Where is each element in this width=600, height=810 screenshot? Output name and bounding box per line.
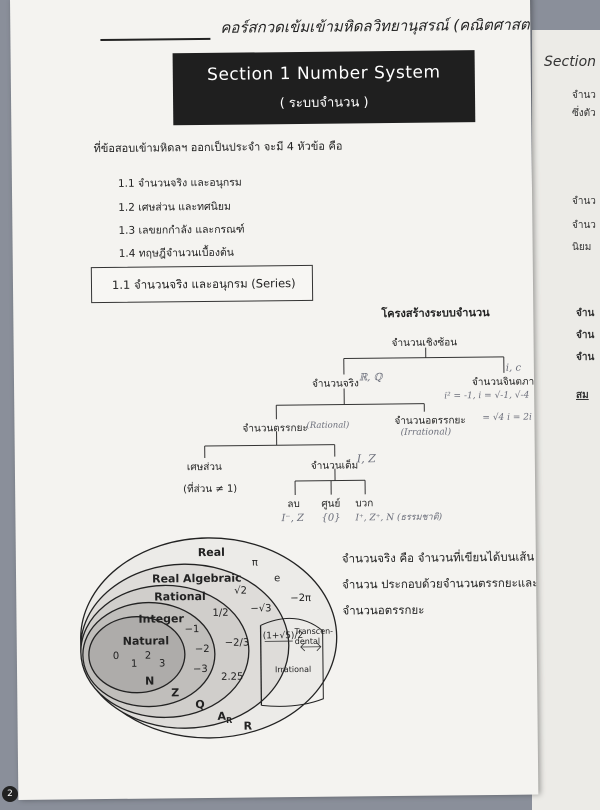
document-page: คอร์สกวดเข้มเข้ามหิดลวิทยานุสรณ์ (คณิตศา… — [10, 0, 538, 800]
venn-label-transcendental: Transcen- dental — [295, 627, 325, 647]
next-page-line: จำนว — [572, 88, 596, 103]
venn-value-neg2pi: −2π — [290, 593, 311, 604]
venn-value-2-25: 2.25 — [221, 672, 243, 683]
venn-symbol-r: R — [244, 720, 253, 733]
venn-symbol-a: AR — [217, 710, 232, 725]
venn-label-integer: Integer — [138, 612, 184, 625]
venn-value-1: 1 — [131, 659, 137, 670]
next-page-line: จำน — [576, 328, 594, 343]
venn-label-irrational: Irrational — [275, 665, 311, 674]
venn-value-neg2-3: −2/3 — [225, 638, 250, 649]
next-page-line: จำน — [576, 350, 594, 365]
venn-label-rational: Rational — [154, 590, 206, 604]
next-page-line: นิยม — [572, 240, 591, 255]
definition-line: จำนวนจริง คือ จำนวนที่เขียนได้บนเส้น — [342, 549, 535, 569]
venn-value-golden: (1+√5)/2 — [263, 631, 295, 641]
venn-label-real-algebraic: Real Algebraic — [152, 572, 242, 586]
next-page-line: จำนว — [572, 194, 596, 209]
venn-value-sqrt2: √2 — [234, 586, 247, 597]
venn-symbol-a-subscript: R — [226, 716, 232, 725]
venn-value-neg2: −2 — [195, 644, 210, 655]
definition-line: จำนวนอตรรกยะ — [342, 602, 424, 621]
next-page-line: จำน — [576, 306, 594, 321]
venn-value-neg1: −1 — [185, 624, 200, 635]
venn-diagram — [10, 0, 538, 800]
venn-symbol-n: N — [145, 675, 154, 688]
venn-value-neg3: −3 — [193, 664, 208, 675]
next-page-edge: Section จำนว ซึ่งตัว จำนว จำนว นิยม จำน … — [532, 30, 600, 810]
venn-symbol-q: Q — [195, 698, 204, 711]
next-page-line: จำนว — [572, 218, 596, 233]
next-page-title: Section — [544, 54, 596, 70]
venn-value-3: 3 — [159, 658, 165, 669]
venn-value-pi: π — [252, 557, 258, 568]
venn-label-natural: Natural — [123, 634, 169, 647]
venn-label-real: Real — [198, 546, 225, 559]
venn-value-negsqrt3: −√3 — [250, 603, 271, 614]
venn-symbol-z: Z — [171, 686, 179, 699]
venn-value-2: 2 — [145, 651, 151, 662]
definition-line: จำนวน ประกอบด้วยจำนวนตรรกยะและ — [342, 574, 538, 594]
venn-symbol-a-letter: A — [217, 710, 226, 723]
next-page-line: ซึ่งตัว — [572, 106, 596, 121]
venn-value-e: e — [274, 573, 280, 584]
venn-value-half: 1/2 — [212, 608, 228, 619]
next-page-line: สม — [576, 388, 589, 403]
venn-value-0: 0 — [113, 651, 119, 662]
